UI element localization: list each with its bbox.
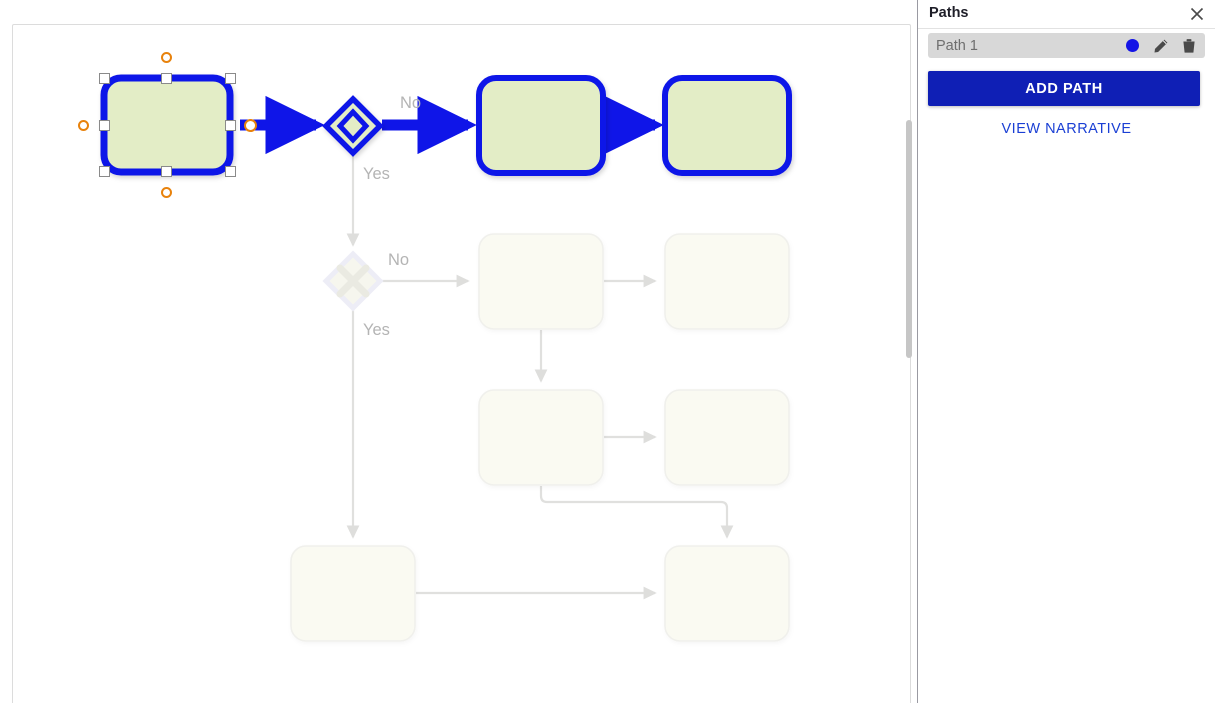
edge-label-yes-1: Yes (363, 165, 390, 183)
paths-panel: Paths Path 1 ADD PATH (918, 0, 1215, 703)
panel-divider (917, 0, 918, 703)
path-list: Path 1 (918, 29, 1215, 58)
node-branch-end-2 (664, 233, 790, 330)
rotate-handle-bottom[interactable] (161, 187, 172, 198)
node-start (100, 74, 234, 176)
paths-panel-header: Paths (918, 0, 1215, 29)
resize-handle-n[interactable] (161, 73, 172, 84)
inactive-nodes (290, 233, 790, 642)
resize-handle-se[interactable] (225, 166, 236, 177)
rotate-handle-left[interactable] (78, 120, 89, 131)
color-dot-icon[interactable] (1126, 39, 1139, 52)
canvas-vertical-scrollbar[interactable] (906, 120, 912, 358)
edge-label-yes-2: Yes (363, 321, 390, 339)
node-branch-no-2 (478, 233, 604, 330)
node-branch-no-1 (476, 75, 606, 176)
node-yes-terminal (290, 545, 416, 642)
trash-icon[interactable] (1181, 38, 1197, 54)
list-item[interactable]: Path 1 (928, 33, 1205, 58)
resize-handle-s[interactable] (161, 166, 172, 177)
diagram-canvas[interactable]: No Yes No Yes (0, 0, 918, 703)
node-decision-2 (322, 250, 384, 312)
edge-label-no-1: No (400, 94, 421, 112)
edge-label-no-2: No (388, 251, 409, 269)
resize-handle-ne[interactable] (225, 73, 236, 84)
node-branch-end-3 (664, 389, 790, 486)
edge-source-handle[interactable] (244, 119, 257, 132)
resize-handle-w[interactable] (99, 120, 110, 131)
close-icon[interactable] (1186, 3, 1208, 25)
path-name-label: Path 1 (936, 37, 978, 54)
edge-labels: No Yes No Yes (363, 94, 421, 339)
add-path-button[interactable]: ADD PATH (928, 71, 1200, 106)
page-title: Paths (929, 5, 969, 21)
node-decision-1 (322, 95, 384, 157)
active-nodes (100, 74, 792, 176)
pencil-icon[interactable] (1153, 38, 1169, 54)
resize-handle-sw[interactable] (99, 166, 110, 177)
node-branch-end-1 (662, 75, 792, 176)
node-final (664, 545, 790, 642)
inactive-edges (346, 155, 734, 600)
node-branch-no-3 (478, 389, 604, 486)
flowchart-graphic[interactable]: No Yes No Yes (0, 0, 918, 703)
resize-handle-nw[interactable] (99, 73, 110, 84)
resize-handle-e[interactable] (225, 120, 236, 131)
rotate-handle-top[interactable] (161, 52, 172, 63)
view-narrative-button[interactable]: VIEW NARRATIVE (996, 120, 1138, 138)
